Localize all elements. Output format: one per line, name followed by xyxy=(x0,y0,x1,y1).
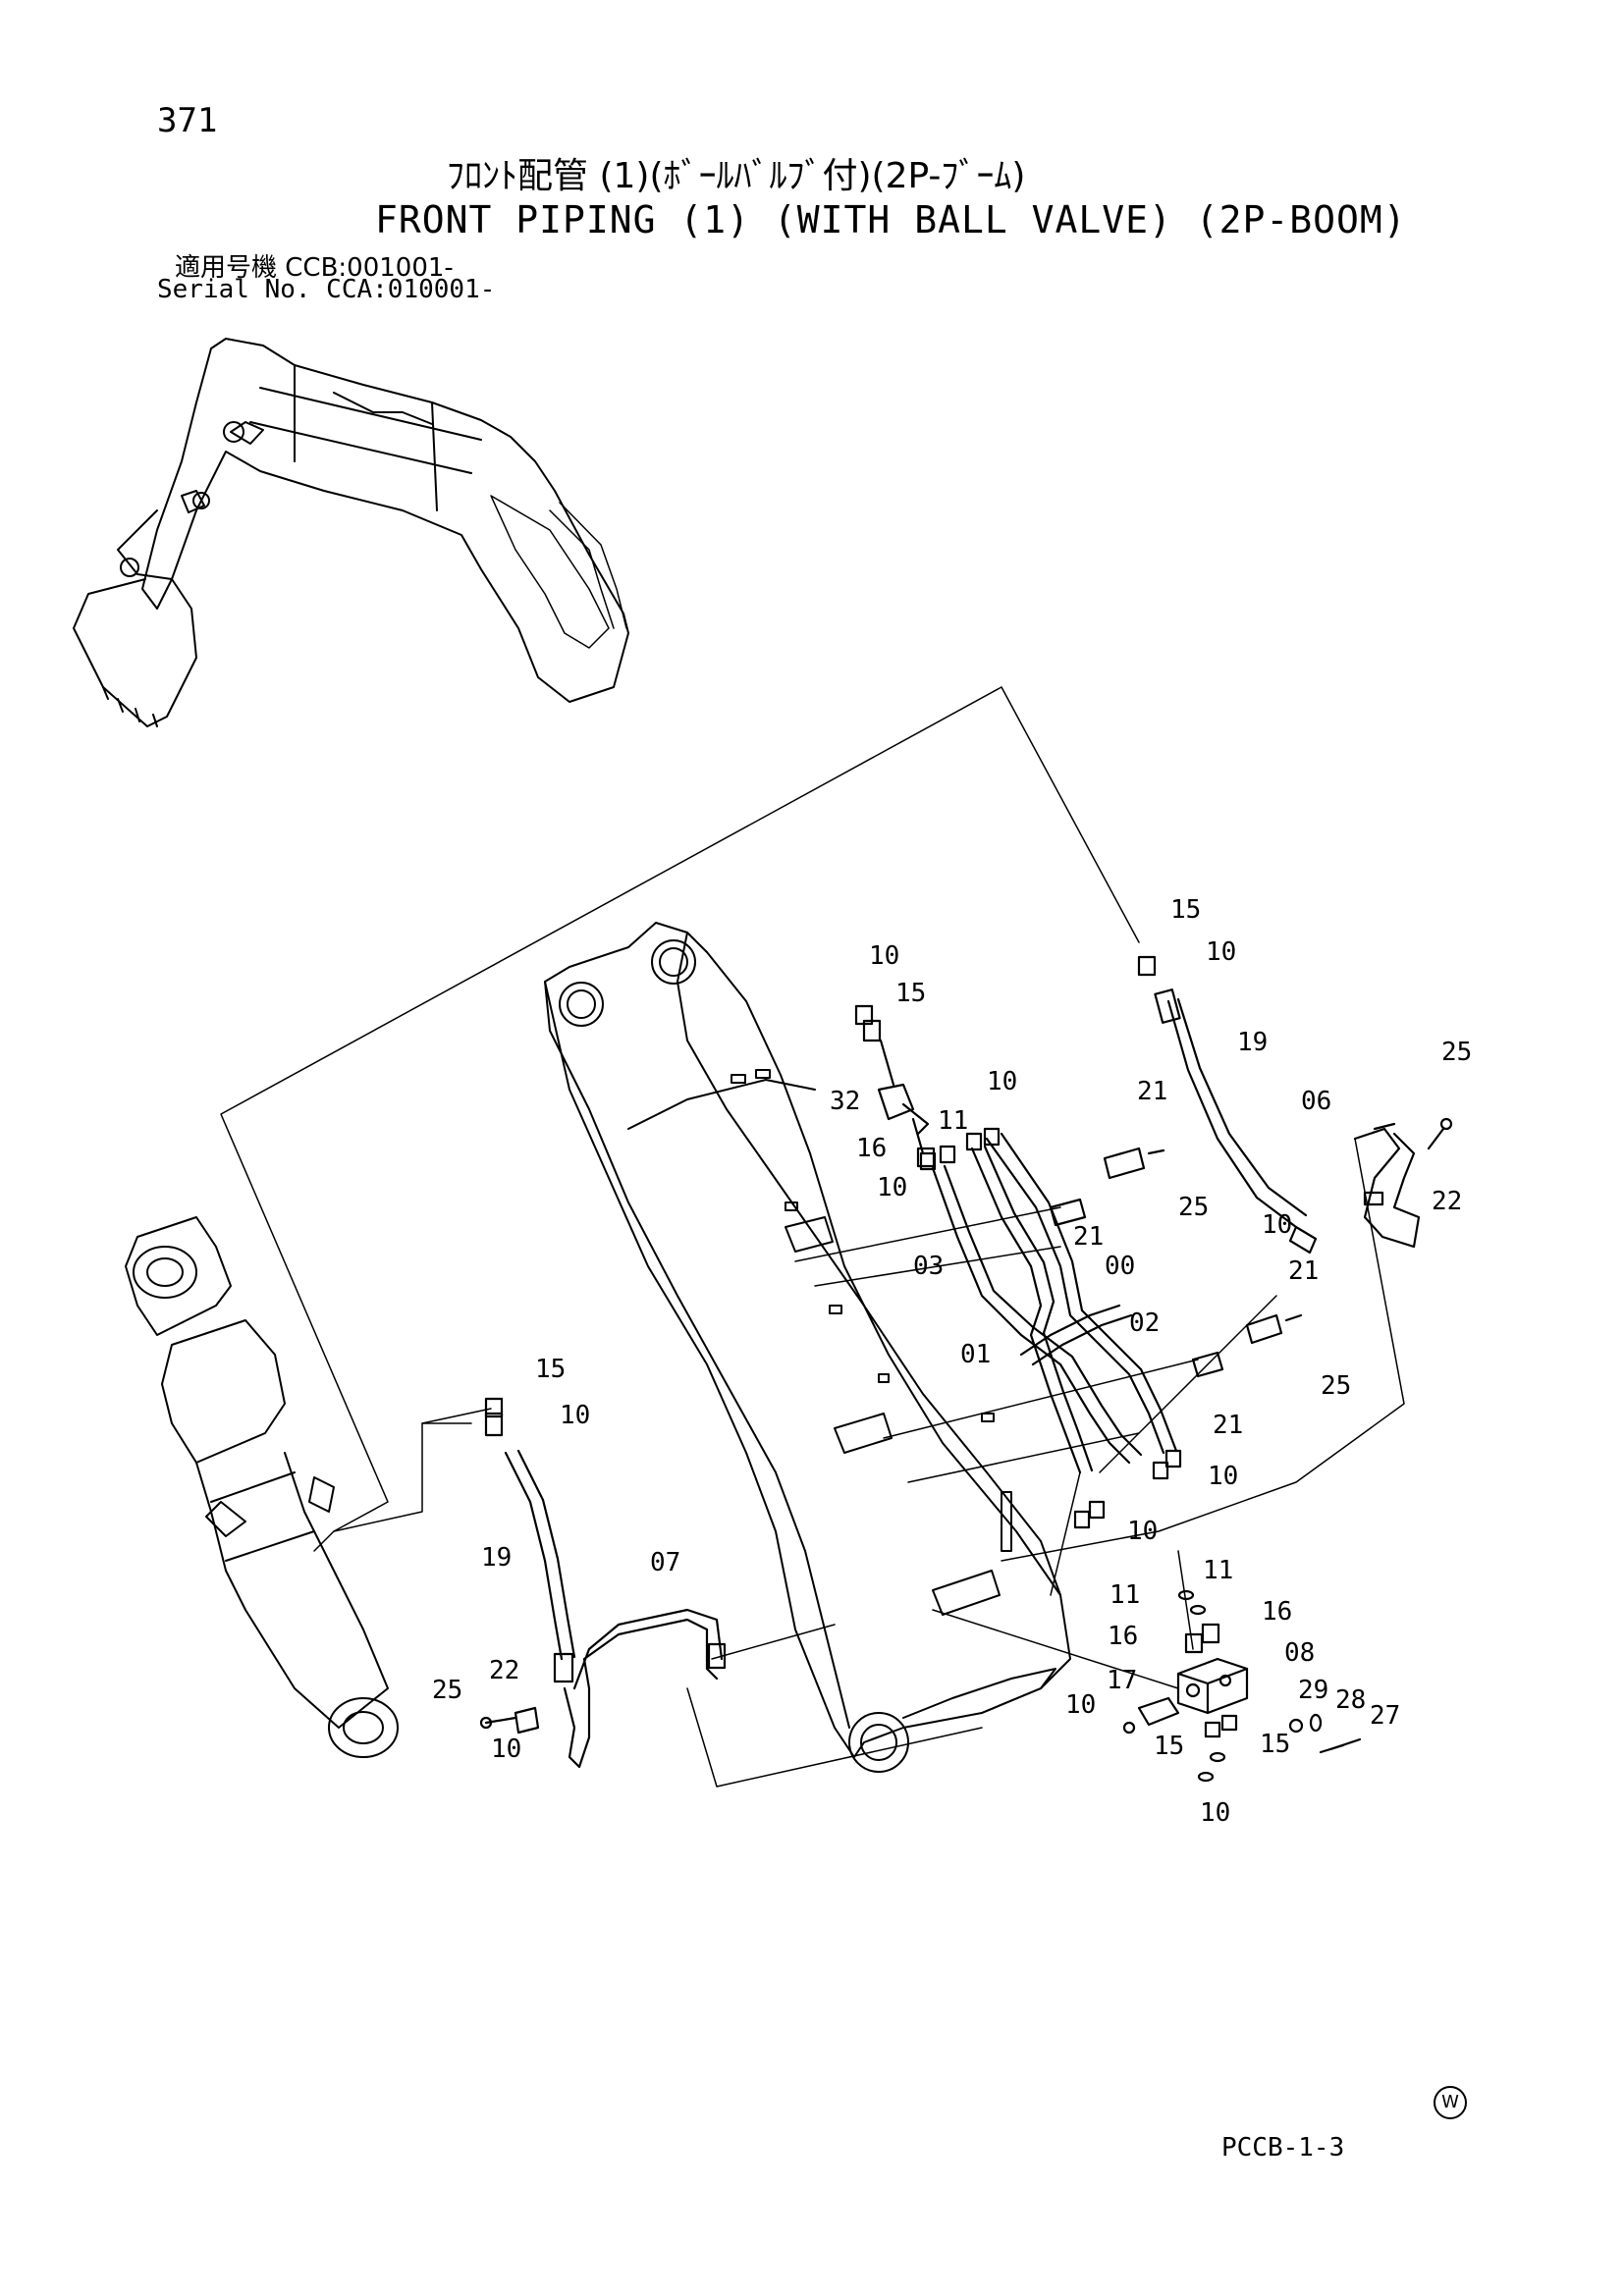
callout: 17 xyxy=(1107,1666,1137,1695)
callout-labels: 15 10 10 15 19 25 06 22 10 32 10 11 21 1… xyxy=(432,895,1472,1828)
callout: 16 xyxy=(1262,1597,1292,1627)
callout: 10 xyxy=(1208,1462,1238,1491)
callout: 22 xyxy=(489,1656,519,1685)
callout: 25 xyxy=(1321,1371,1351,1401)
title-japanese: ﾌﾛﾝﾄ配管 (1)(ﾎﾞｰﾙﾊﾞﾙﾌﾞ付)(2P-ﾌﾞｰﾑ) xyxy=(447,156,1026,196)
callout: 11 xyxy=(1203,1556,1233,1585)
serial-number: Serial No. CCA:010001- xyxy=(157,275,496,304)
callout: 15 xyxy=(1154,1732,1184,1761)
callout: 10 xyxy=(560,1401,590,1430)
callout: 10 xyxy=(869,941,899,971)
callout: 27 xyxy=(1370,1701,1400,1731)
callout: 15 xyxy=(535,1355,566,1384)
reference-code: PCCB-1-3 xyxy=(1221,2133,1345,2163)
callout: 15 xyxy=(1260,1730,1290,1759)
callout: 10 xyxy=(1262,1210,1292,1240)
callout: 21 xyxy=(1073,1222,1104,1252)
boom-arm xyxy=(544,922,1071,1773)
callout: 01 xyxy=(960,1340,991,1369)
callout: 16 xyxy=(1108,1622,1138,1651)
callout: 10 xyxy=(491,1735,521,1764)
excavator-overview xyxy=(73,338,629,727)
callout: 10 xyxy=(1200,1798,1230,1828)
callout: 10 xyxy=(987,1067,1017,1096)
callout: 07 xyxy=(650,1548,680,1577)
callout: 19 xyxy=(1237,1028,1268,1057)
callout: 10 xyxy=(1065,1690,1096,1720)
title-english: FRONT PIPING (1) (WITH BALL VALVE) (2P-B… xyxy=(375,198,1407,241)
callout: 11 xyxy=(938,1106,968,1136)
callout: 11 xyxy=(1110,1580,1140,1610)
watermark-symbol: W xyxy=(1434,2086,1467,2119)
callout: 32 xyxy=(830,1087,860,1116)
callout: 21 xyxy=(1137,1077,1167,1106)
callout: 15 xyxy=(1170,895,1201,925)
callout: 21 xyxy=(1213,1411,1243,1440)
callout: 00 xyxy=(1105,1252,1135,1281)
callout: 06 xyxy=(1301,1087,1331,1116)
callout: 03 xyxy=(913,1252,944,1281)
callout: 29 xyxy=(1298,1676,1328,1705)
callout: 16 xyxy=(856,1134,887,1163)
page-number: 371 xyxy=(157,101,218,140)
callout: 22 xyxy=(1432,1187,1462,1216)
callout: 02 xyxy=(1129,1308,1160,1338)
callout: 15 xyxy=(895,979,926,1008)
callout: 10 xyxy=(1206,937,1236,967)
callout: 10 xyxy=(877,1173,907,1202)
callout: 21 xyxy=(1288,1256,1319,1286)
applicable-models: 適用号機 CCB:001001- xyxy=(175,253,454,283)
callout: 10 xyxy=(1127,1517,1158,1546)
callout: 25 xyxy=(1178,1193,1209,1222)
callout: 25 xyxy=(1441,1038,1472,1067)
leader-lines xyxy=(220,686,1405,1788)
hoses xyxy=(479,955,1453,1783)
callout: 28 xyxy=(1335,1685,1366,1715)
callout: 08 xyxy=(1284,1638,1315,1668)
boom-cylinder xyxy=(125,1216,399,1758)
callout: 25 xyxy=(432,1676,462,1705)
callout: 19 xyxy=(481,1543,512,1573)
